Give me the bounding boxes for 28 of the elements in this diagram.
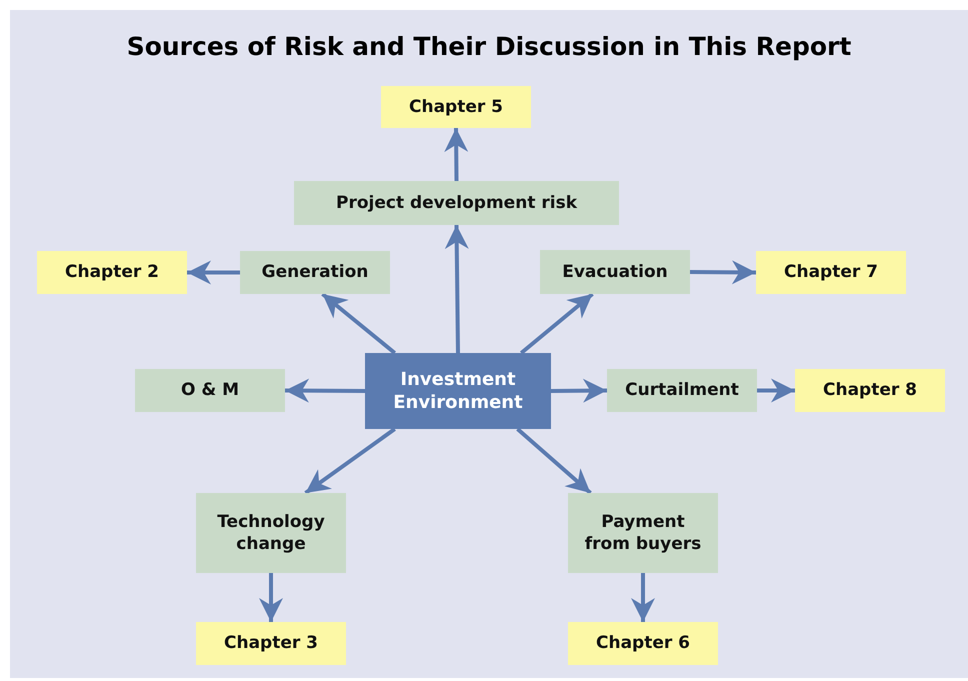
chapter-box: Chapter 8 xyxy=(795,369,945,412)
arrow xyxy=(321,292,396,355)
arrow xyxy=(757,378,795,402)
chapter-box: Chapter 6 xyxy=(568,622,718,665)
risk-box: Curtailment xyxy=(607,369,757,412)
central-box: Investment Environment xyxy=(365,353,551,429)
risk-box: Payment from buyers xyxy=(568,493,718,573)
chapter-box: Chapter 5 xyxy=(381,86,531,128)
risk-box: Project development risk xyxy=(294,181,619,225)
arrow xyxy=(690,260,756,284)
arrow xyxy=(259,573,283,622)
arrow xyxy=(550,378,608,403)
chapter-box: Chapter 2 xyxy=(37,251,187,294)
chapter-box: Chapter 7 xyxy=(756,251,906,294)
arrow xyxy=(516,428,592,494)
arrow xyxy=(284,378,366,403)
arrow xyxy=(520,292,594,355)
risk-box: Technology change xyxy=(196,493,346,573)
risk-box: Generation xyxy=(240,251,390,294)
arrow xyxy=(444,224,469,354)
arrow xyxy=(304,427,396,495)
chapter-box: Chapter 3 xyxy=(196,622,346,665)
diagram-title: Sources of Risk and Their Discussion in This Report xyxy=(126,32,852,61)
arrow xyxy=(444,128,468,182)
risk-box: O & M xyxy=(135,369,285,412)
arrow xyxy=(631,573,655,622)
arrow xyxy=(187,260,240,284)
risk-box: Evacuation xyxy=(540,250,690,294)
